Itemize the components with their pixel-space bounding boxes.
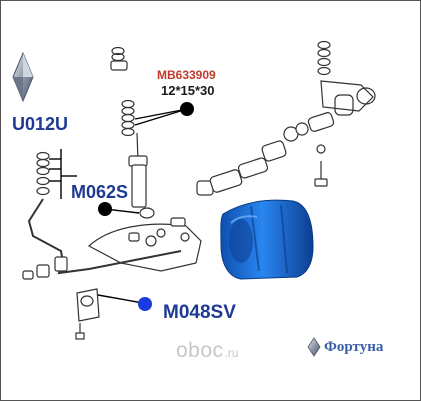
watermark: oboc .ru (176, 339, 239, 363)
brand-logo: Фортуна (307, 337, 383, 357)
part-number-label: MB633909 (157, 68, 216, 82)
brand-name: Фортуна (324, 338, 384, 355)
diamond-logo-icon (307, 337, 321, 357)
callout-dot-part (180, 102, 194, 116)
upper-right-parts (317, 40, 331, 76)
diamond-logo-icon (12, 51, 34, 103)
dimensions-label: 12*15*30 (161, 83, 215, 98)
drive-shaft (196, 80, 376, 196)
callout-label-u012u: U012U (12, 114, 69, 134)
arm-fasteners (128, 217, 190, 247)
shock-absorber (128, 132, 155, 219)
callout-dot-m062s (98, 202, 112, 216)
bar-bushings (22, 256, 68, 280)
callout-lines (49, 108, 188, 304)
watermark-tld: .ru (224, 346, 239, 360)
lower-arm (87, 223, 202, 272)
watermark-main: oboc (176, 339, 224, 362)
top-washer-stack (110, 46, 135, 137)
bushing-photo (220, 199, 314, 280)
callout-label-m048sv: M048SV (163, 302, 236, 323)
stabilizer-link-parts (36, 151, 50, 196)
callout-dot-m048sv (138, 297, 152, 311)
bushing-bracket (75, 288, 100, 340)
callout-label-m062s: M062S (71, 182, 129, 202)
